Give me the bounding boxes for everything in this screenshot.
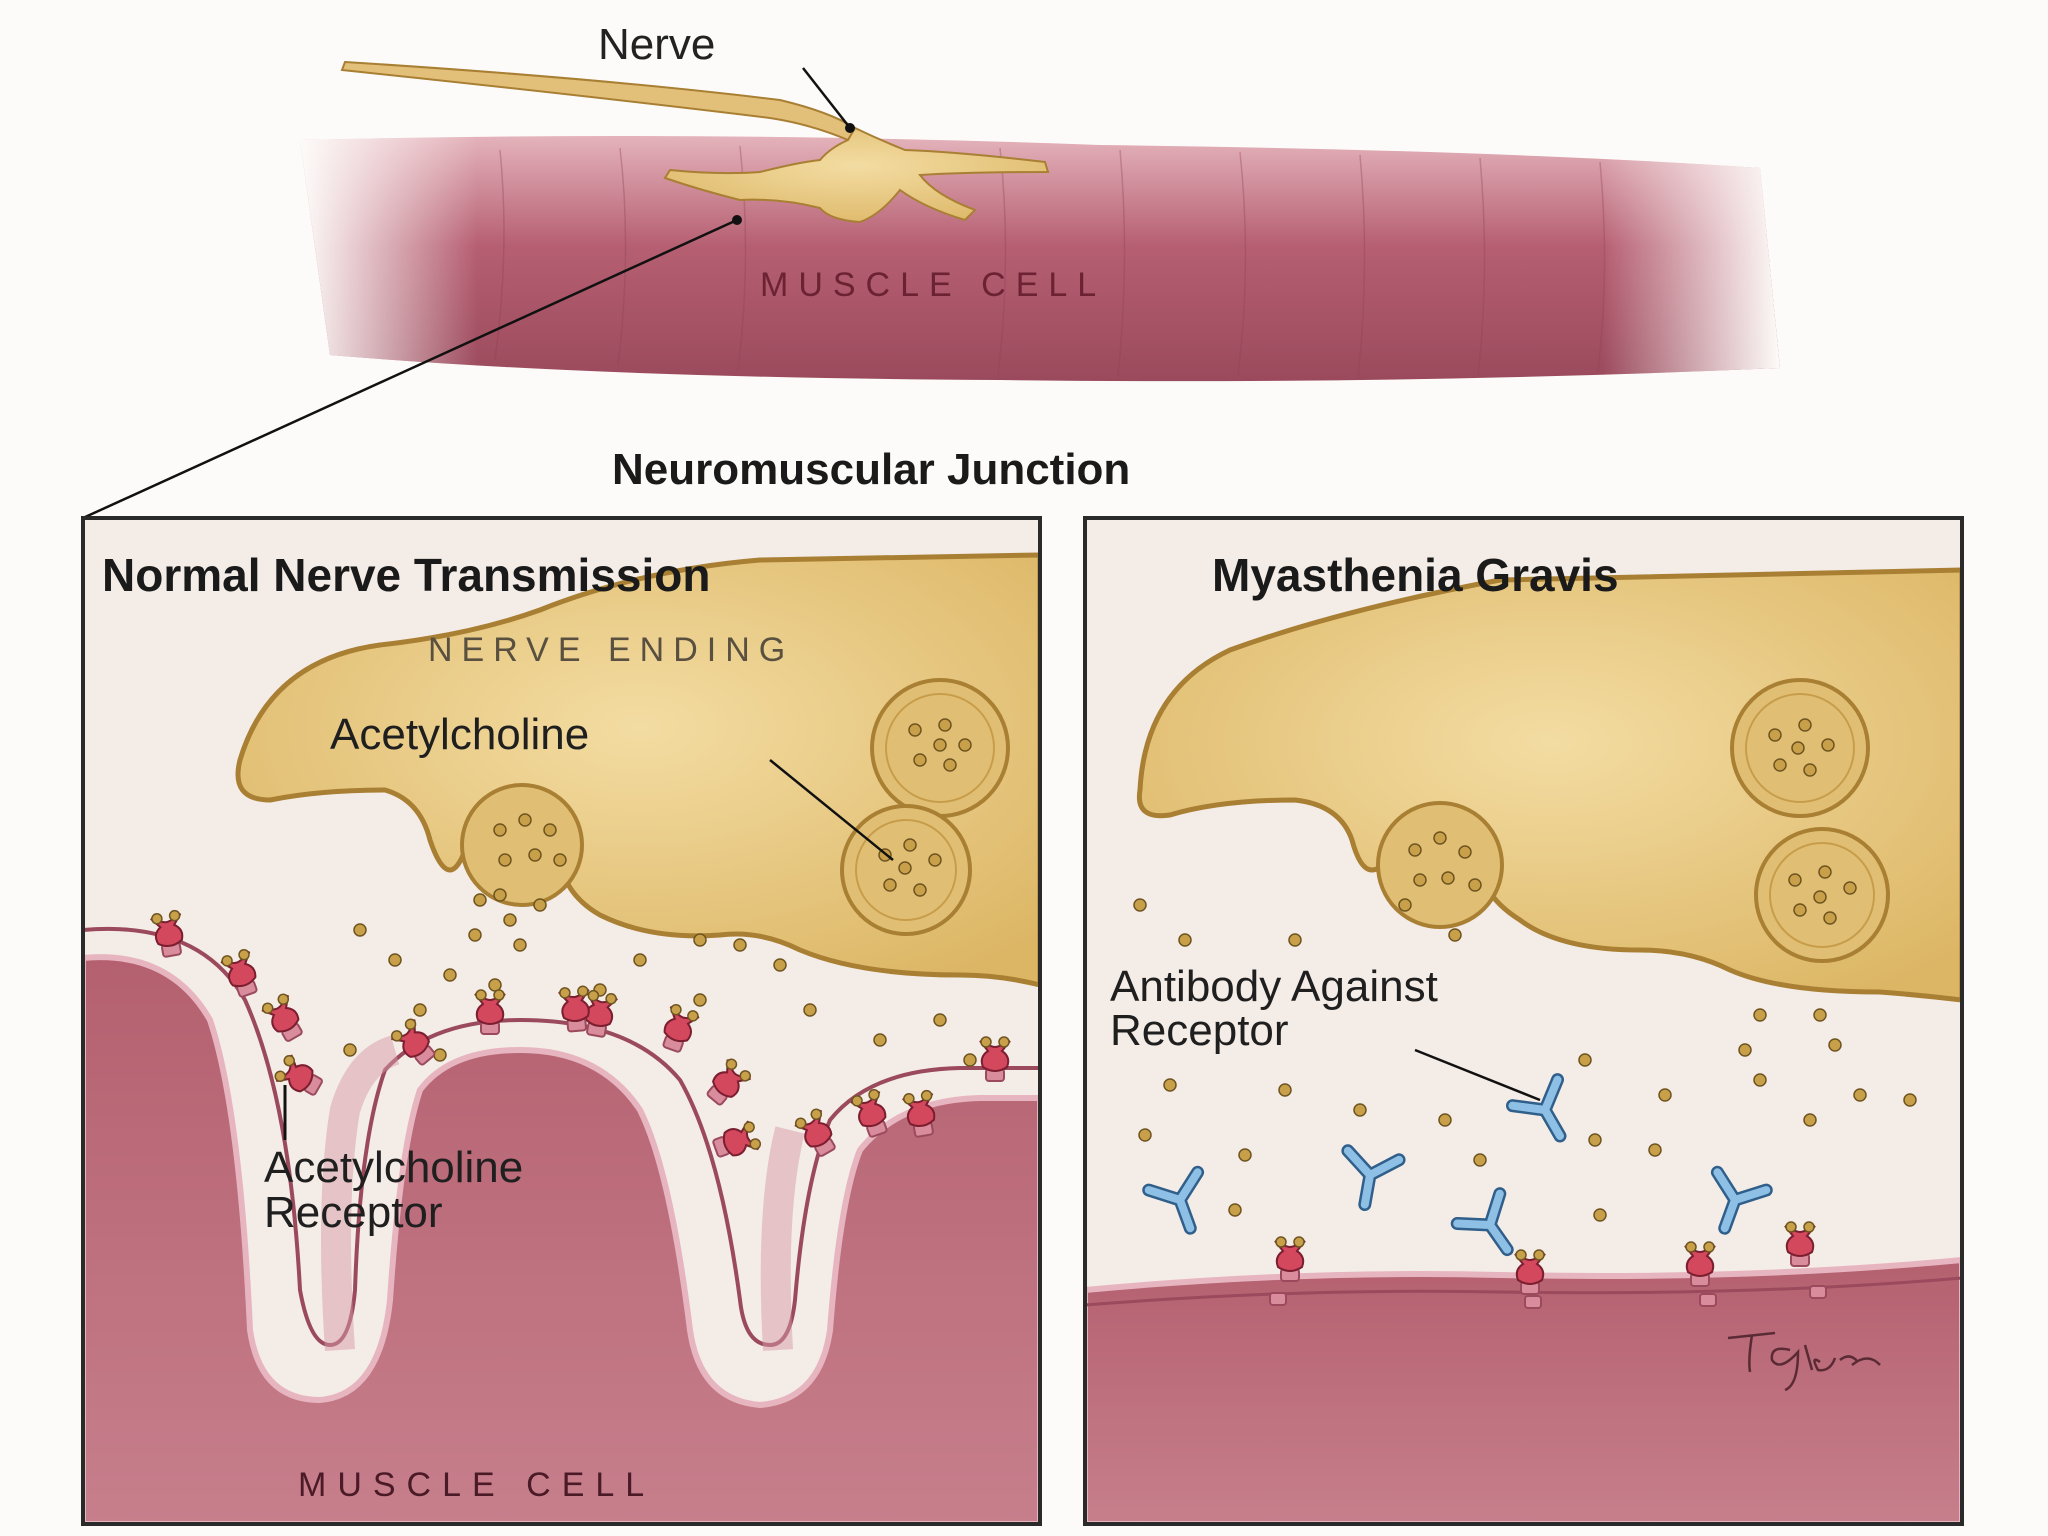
- nerve-pointer-dot: [845, 123, 855, 133]
- acetylcholine-receptor: [274, 1054, 323, 1096]
- junction-title: Neuromuscular Junction: [612, 445, 1131, 494]
- antibody-icon: [1505, 1073, 1567, 1143]
- nerve-label: Nerve: [598, 20, 716, 69]
- receptor-label-line1: Acetylcholine: [264, 1143, 524, 1192]
- zoom-connector-dot: [732, 215, 742, 225]
- nerve-fiber-illustration: [340, 60, 1050, 224]
- acetylcholine-receptor: [1274, 1236, 1306, 1282]
- nerve-ending-left: [235, 552, 1040, 988]
- antibody-pointer-line: [1414, 1048, 1541, 1102]
- acetylcholine-receptor: [1684, 1241, 1716, 1287]
- acetylcholine-pointer-line: [769, 759, 894, 861]
- right-panel-artwork: [1083, 516, 1964, 1526]
- acetylcholine-receptor: [712, 1120, 762, 1158]
- nerve-pointer-line: [802, 67, 851, 129]
- right-panel-title: Myasthenia Gravis: [1212, 549, 1619, 601]
- receptor-group-left: [150, 909, 1011, 1158]
- acetylcholine-receptor: [220, 948, 258, 998]
- acetylcholine-receptor: [1514, 1249, 1546, 1295]
- muscle-fiber-illustration: [300, 136, 1780, 382]
- acetylcholine-receptor: [261, 993, 303, 1042]
- antibody-icon: [1710, 1165, 1773, 1235]
- left-panel-artwork: [81, 516, 1042, 1526]
- antibody-icon: [1450, 1187, 1514, 1257]
- acetylcholine-receptor: [662, 1003, 700, 1053]
- acetylcholine-receptor: [390, 1018, 436, 1066]
- acetylcholine-receptor: [794, 1108, 836, 1157]
- acetylcholine-receptor: [474, 989, 506, 1035]
- acetylcholine-receptor: [150, 909, 184, 958]
- muscle-flat-right: [1085, 1256, 1962, 1524]
- antibody-group: [1142, 1073, 1773, 1257]
- acetylcholine-label: Acetylcholine: [330, 710, 590, 759]
- artist-signature: [1727, 1331, 1881, 1392]
- muscle-folds-left: [83, 954, 1040, 1524]
- acetylcholine-receptor: [1784, 1221, 1816, 1267]
- acetylcholine-receptor: [558, 985, 590, 1033]
- acetylcholine-receptor: [850, 1088, 888, 1138]
- antibody-label-line1: Antibody Against: [1110, 962, 1438, 1011]
- nerve-ending-label: NERVE ENDING: [428, 631, 795, 669]
- acetylcholine-receptor: [979, 1036, 1011, 1082]
- receptor-label-line2: Receptor: [264, 1188, 443, 1237]
- acetylcholine-receptor: [902, 1089, 936, 1138]
- antibody-label-line2: Receptor: [1110, 1006, 1289, 1055]
- left-panel-title: Normal Nerve Transmission: [102, 549, 711, 601]
- acetylcholine-receptor: [584, 989, 618, 1038]
- receptor-group-right: [1274, 1221, 1816, 1295]
- zoom-connector-line: [82, 218, 738, 520]
- antibody-icon: [1142, 1165, 1205, 1235]
- acetylcholine-receptor: [706, 1058, 752, 1106]
- muscle-cell-label-top: MUSCLE CELL: [760, 266, 1107, 304]
- antibody-icon: [1341, 1144, 1406, 1212]
- muscle-cell-label-bottom: MUSCLE CELL: [298, 1466, 656, 1504]
